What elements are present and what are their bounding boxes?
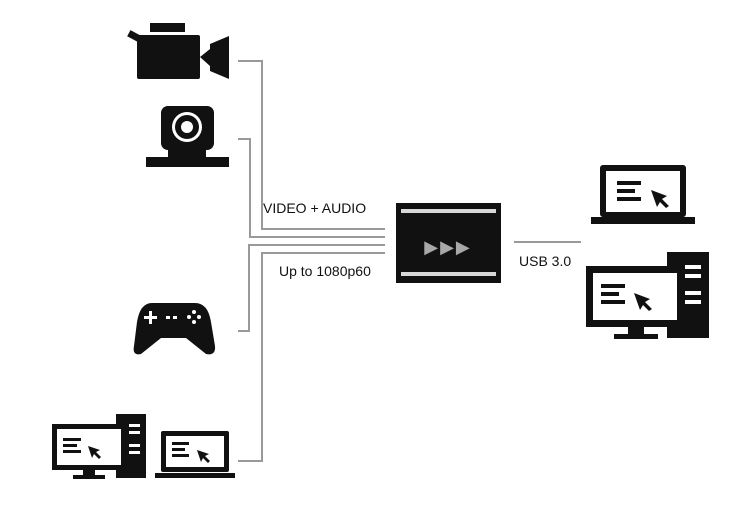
desktop-computer-icon bbox=[586, 252, 709, 339]
resolution-label: Up to 1080p60 bbox=[279, 263, 371, 279]
line-computers bbox=[238, 252, 385, 462]
line-video-camera bbox=[238, 60, 385, 230]
video-camera-icon bbox=[127, 23, 229, 79]
capture-device: ▶▶▶ bbox=[396, 203, 501, 283]
gamepad-icon bbox=[133, 303, 216, 355]
connector-lines bbox=[238, 60, 581, 462]
usb-label: USB 3.0 bbox=[519, 253, 571, 269]
line-gamepad bbox=[238, 244, 385, 332]
line-ptz-camera bbox=[238, 138, 385, 238]
ptz-camera-icon bbox=[146, 106, 229, 167]
desktop-computer-icon bbox=[52, 414, 146, 479]
signal-label: VIDEO + AUDIO bbox=[263, 200, 366, 216]
laptop-icon bbox=[591, 165, 695, 224]
device-arrows-indicator: ▶▶▶ bbox=[424, 237, 472, 258]
laptop-icon bbox=[155, 431, 235, 478]
